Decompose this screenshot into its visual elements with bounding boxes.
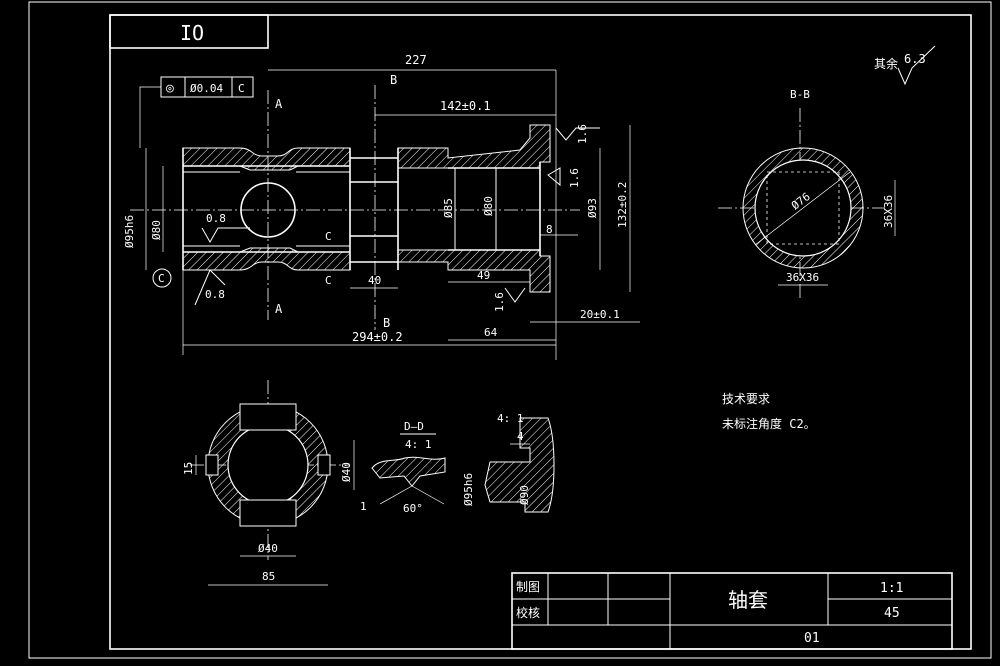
section-bb-label: B-B xyxy=(790,88,810,101)
title-checked-label: 校核 xyxy=(516,605,540,620)
dim-length-20: 20±0.1 xyxy=(580,308,620,321)
upper-wall-hatch-2 xyxy=(397,124,551,169)
dim-length-40: 40 xyxy=(368,274,381,287)
detail-4: 4 xyxy=(517,430,524,443)
datum-c-label: C xyxy=(158,272,165,285)
roughness-note-value: 6.3 xyxy=(904,52,926,66)
dim-dia-95-fit: Ø95h6 xyxy=(123,215,136,248)
main-section-view: 227 142±0.1 A A B B C C ◎ Ø0.04 C Ø95h6 … xyxy=(123,53,640,360)
roughness-symbol-icon xyxy=(897,45,936,86)
section-b-bottom: B xyxy=(383,316,390,330)
section-dd-label: D—D xyxy=(404,420,424,433)
dim-length-49: 49 xyxy=(477,269,490,282)
gdt-value: Ø0.04 xyxy=(190,82,223,95)
dd-depth: 1 xyxy=(360,500,367,513)
dim-length-132: 132±0.2 xyxy=(616,182,629,228)
dim-dia-80-fit: Ø80 xyxy=(150,220,163,240)
dd-angle: 60° xyxy=(403,502,423,515)
rough-08-top: 0.8 xyxy=(206,212,226,225)
chamfer-c-top: C xyxy=(325,230,332,243)
datum-c-icon xyxy=(152,268,172,288)
aa-dia-40-h: Ø40 xyxy=(258,542,278,555)
title-block: 制图 校核 轴套 1:1 45 01 xyxy=(511,572,953,650)
gdt-frame: ◎ Ø0.04 C xyxy=(139,76,254,148)
detail-dia-r: Ø90 xyxy=(518,485,531,505)
dim-length-8: 8 xyxy=(546,223,553,236)
title-part-name: 轴套 xyxy=(728,588,768,612)
roughness-08-bottom-icon xyxy=(194,269,226,306)
tech-requirements: 技术要求 未标注角度 C2。 xyxy=(722,392,816,431)
title-drawing-no: 01 xyxy=(804,631,820,646)
rough-16-b: 1.6 xyxy=(568,168,581,188)
dim-dia-85: Ø85 xyxy=(442,198,455,218)
dim-length-294: 294±0.2 xyxy=(352,330,403,344)
page-label: IO xyxy=(180,21,204,45)
roughness-16-b-icon xyxy=(547,167,561,187)
roughness-16-a-icon xyxy=(555,127,600,141)
detail-scale: 4: 1 xyxy=(497,412,524,425)
lower-wall-hatch-2 xyxy=(397,249,551,293)
bb-36x36-v: 36X36 xyxy=(882,195,895,228)
chamfer-c-bottom: C xyxy=(325,274,332,287)
aa-width-15: 15 xyxy=(182,462,195,475)
dim-overall-length: 227 xyxy=(405,53,427,67)
section-a-top: A xyxy=(275,97,283,111)
detail-dia-95: Ø95h6 xyxy=(462,473,475,506)
title-material: 45 xyxy=(884,606,900,621)
section-b-top: B xyxy=(390,73,397,87)
bb-square-bore xyxy=(766,171,840,245)
sheet-outer-border xyxy=(28,1,992,659)
gdt-symbol-icon: ◎ xyxy=(166,81,174,96)
aa-inner-circle xyxy=(227,424,309,506)
page-label-box: IO xyxy=(109,14,269,49)
dim-dia-80: Ø80 xyxy=(482,196,495,216)
section-a-bottom: A xyxy=(275,302,283,316)
rough-08-bottom: 0.8 xyxy=(205,288,225,301)
roughness-note-text: 其余 xyxy=(874,56,898,71)
section-dd-view: D—D 4: 1 60° 1 xyxy=(360,420,446,515)
dim-length-64: 64 xyxy=(484,326,498,339)
section-bb-view: B-B Ø76 36X36 36X36 xyxy=(718,88,896,300)
dim-dia-93: Ø93 xyxy=(586,198,599,218)
bb-36x36-h: 36X36 xyxy=(786,271,819,284)
tech-requirements-title: 技术要求 xyxy=(722,392,770,406)
dim-length-142: 142±0.1 xyxy=(440,99,491,113)
cross-hole xyxy=(240,182,296,238)
detail-view: 4: 1 4 Ø95h6 Ø90 xyxy=(462,412,555,513)
title-drawn-label: 制图 xyxy=(516,580,540,594)
roughness-note: 其余 6.3 xyxy=(874,45,936,86)
rough-16-a: 1.6 xyxy=(576,124,589,144)
roughness-16-c-icon xyxy=(504,287,526,303)
section-aa-view: Ø40 85 Ø40 15 xyxy=(182,380,355,586)
dd-profile xyxy=(371,456,446,487)
aa-dia-40-v: Ø40 xyxy=(340,462,353,482)
title-scale: 1:1 xyxy=(880,581,903,596)
roughness-08-top-icon xyxy=(201,227,250,244)
detail-profile xyxy=(484,417,555,513)
shaft-outline xyxy=(182,148,541,270)
section-dd-scale: 4: 1 xyxy=(405,438,432,451)
aa-width-85: 85 xyxy=(262,570,275,583)
rough-16-c: 1.6 xyxy=(493,292,506,312)
gdt-datum: C xyxy=(238,82,245,95)
tech-requirements-text: 未标注角度 C2。 xyxy=(722,416,816,431)
sheet-inner-border xyxy=(109,14,972,650)
